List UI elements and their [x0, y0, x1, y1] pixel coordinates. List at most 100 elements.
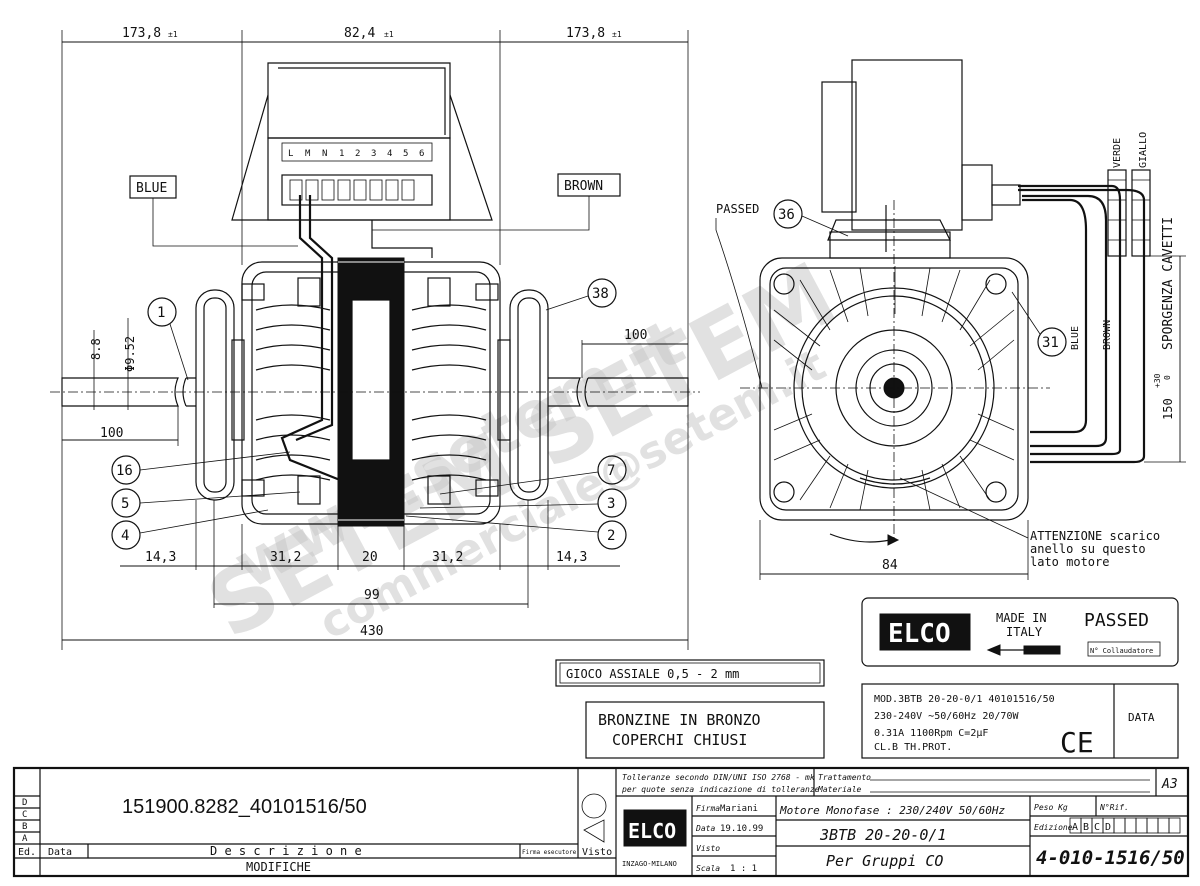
side-view: VERDE GIALLO BLUE BROWN SPORGENZA CAVETT… [715, 59, 1186, 580]
dim-9-52: Φ9.52 [123, 336, 137, 372]
col-firma: Firma esecutore [522, 849, 577, 856]
made-in: MADE IN [996, 611, 1047, 625]
tolerance-note-1: Tolleranze secondo DIN/UNI ISO 2768 - mk [622, 773, 815, 782]
plate-line-4: CL.B TH.PROT. [874, 742, 952, 753]
nrif: N°Rif. [1099, 803, 1129, 812]
bronzine-line-1: BRONZINE IN BRONZO [598, 711, 761, 729]
wire-brown: BROWN [1102, 320, 1113, 350]
callout-7: 7 [607, 463, 615, 479]
callout-1: 1 [157, 305, 165, 321]
dim-14-3-left: 14,3 [145, 550, 176, 565]
sheet-size: A3 [1161, 777, 1178, 792]
rev-B: B [22, 822, 27, 832]
terminal-3: 3 [371, 149, 376, 159]
trattamento: Trattamento [818, 773, 871, 782]
col-ed: Ed. [18, 847, 36, 858]
plate-line-2: 230-240V ∼50/60Hz 20/70W [874, 711, 1019, 722]
terminal-5: 5 [403, 149, 408, 159]
title-block: D C B A Ed. Data D e s c r i z i o n e F… [12, 766, 1190, 878]
rev-D: D [22, 798, 27, 808]
peso: Peso Kg [1034, 803, 1068, 812]
ed-B: B [1083, 822, 1089, 833]
terminal-labels: L M N 1 2 3 4 5 6 [288, 149, 424, 159]
brand-logo: ELCO [628, 819, 676, 843]
wire-verde: VERDE [1112, 138, 1123, 168]
data-label: Data [695, 824, 715, 833]
rev-A: A [22, 834, 28, 844]
dim-tol-2: ±1 [384, 30, 394, 39]
visto-label: Visto [696, 844, 720, 853]
plate-line-3: 0.31A 1100Rpm C=2µF [874, 728, 988, 739]
dim-150-tol-minus: 0 [1163, 375, 1172, 380]
label-passed: PASSED [716, 202, 759, 216]
dim-tol-1: ±1 [168, 30, 178, 39]
ed-C: C [1094, 822, 1100, 833]
dim-8-8: 8.8 [89, 338, 103, 360]
italy: ITALY [1006, 625, 1043, 639]
col-visto: Visto [582, 847, 612, 858]
terminal-L: L [288, 149, 293, 159]
callout-36: 36 [778, 207, 795, 223]
front-callouts: 1 16 5 4 7 3 2 38 [111, 278, 627, 550]
plate-line-1: MOD.3BTB 20-20-0/1 40101516/50 [874, 694, 1055, 705]
callout-31: 31 [1042, 335, 1059, 351]
dim-99: 99 [364, 588, 380, 603]
edizione: Edizione [1034, 823, 1073, 832]
materiale: Materiale [817, 785, 862, 794]
dim-20: 20 [362, 550, 378, 565]
front-dimensions: 8.8 Φ9.52 100 100 14,3 31,2 20 31,2 14,3… [62, 318, 688, 641]
ce-mark: CE [1060, 726, 1094, 759]
data-value: 19.10.99 [720, 824, 763, 834]
collaudatore: N° Collaudatore [1090, 647, 1153, 655]
firma-label: Firma [696, 804, 720, 813]
sporgenza-cavetti: SPORGENZA CAVETTI [1161, 217, 1176, 350]
notes: GIOCO ASSIALE 0,5 - 2 mm BRONZINE IN BRO… [555, 659, 825, 759]
callout-16: 16 [116, 463, 133, 479]
attention-line-1: ATTENZIONE scarico [1030, 529, 1160, 543]
location: INZAGO-MILANO [622, 860, 677, 868]
passed-plate: ELCO MADE IN ITALY PASSED N° Collaudator… [861, 597, 1179, 667]
terminal-1: 1 [339, 149, 344, 159]
title-line-2: 3BTB 20-20-0/1 [819, 826, 946, 844]
scala-value: 1 : 1 [730, 864, 757, 874]
dim-100-right: 100 [624, 328, 647, 343]
top-dimensions: 173,8 ±1 82,4 ±1 173,8 ±1 [61, 26, 689, 650]
dim-430: 430 [360, 624, 383, 639]
terminal-2: 2 [355, 149, 360, 159]
dim-right-shaft: 173,8 [566, 26, 605, 41]
label-blue: BLUE [136, 181, 167, 196]
brand-logo-plate: ELCO [888, 619, 951, 649]
callout-2: 2 [607, 528, 615, 544]
part-number: 151900.8282_40101516/50 [122, 796, 367, 818]
drawing-number: 4-010-1516/50 [1036, 847, 1185, 869]
scala-label: Scala [696, 864, 720, 873]
attention-line-3: lato motore [1030, 555, 1109, 569]
callout-38: 38 [592, 286, 609, 302]
gioco-assiale: GIOCO ASSIALE 0,5 - 2 mm [566, 667, 739, 681]
wire-giallo: GIALLO [1138, 132, 1149, 168]
terminal-6: 6 [419, 149, 424, 159]
terminal-N: N [322, 149, 327, 159]
dim-14-3-right: 14,3 [556, 550, 587, 565]
dim-84: 84 [882, 558, 898, 573]
label-brown: BROWN [564, 179, 603, 194]
tolerance-note-2: per quote senza indicazione di tolleranz… [621, 785, 820, 794]
dim-150: 150 [1161, 398, 1175, 420]
modifiche: MODIFICHE [246, 860, 311, 874]
terminal-4: 4 [387, 149, 392, 159]
col-descrizione: D e s c r i z i o n e [210, 844, 362, 858]
bronzine-line-2: COPERCHI CHIUSI [612, 731, 747, 749]
dim-center-body: 82,4 [344, 26, 375, 41]
terminal-M: M [305, 149, 311, 159]
attention-line-2: anello su questo [1030, 542, 1146, 556]
col-data: Data [48, 847, 72, 858]
rev-C: C [22, 810, 27, 820]
ed-A: A [1072, 822, 1078, 833]
dim-31-2-right: 31,2 [432, 550, 463, 565]
dim-left-shaft: 173,8 [122, 26, 161, 41]
rating-plate: MOD.3BTB 20-20-0/1 40101516/50 230-240V … [861, 683, 1179, 759]
plate-data: DATA [1128, 711, 1155, 724]
dim-100-left: 100 [100, 426, 123, 441]
title-line-3: Per Gruppi CO [826, 852, 943, 870]
